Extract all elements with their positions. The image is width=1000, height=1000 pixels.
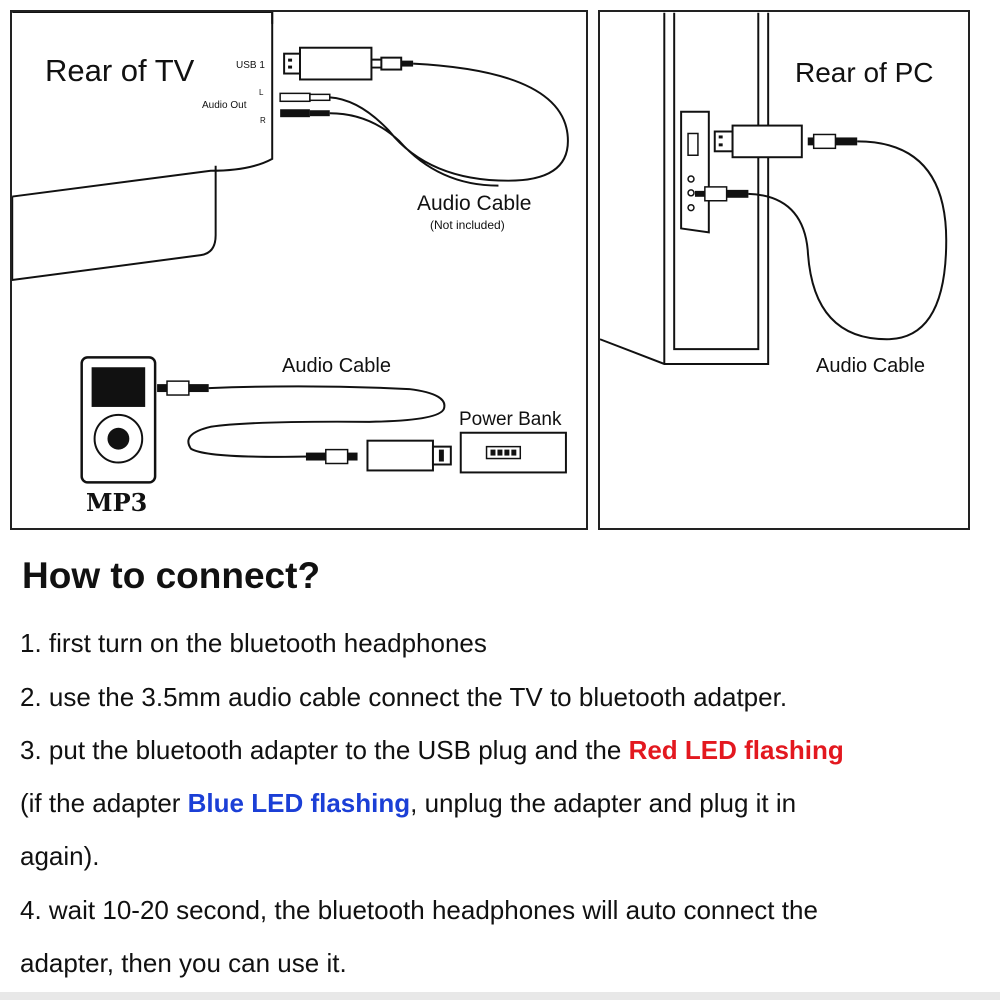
usb-port-label: USB 1 [236,60,265,71]
step-4-cont: adapter, then you can use it. [20,948,347,978]
tv-mp3-diagram-panel: Rear of TV USB 1 Audio Out L R Audio Cab… [10,10,588,530]
pc-tower-body [600,12,770,365]
blue-led-text: Blue LED flashing [187,788,411,818]
step-3-note: (if the adapter Blue LED flashing, unplu… [20,788,796,819]
step-3-note-pre: (if the adapter [20,788,188,818]
footer-band [0,992,1000,1000]
tv-rear-body [12,12,274,198]
mp3-cable-label: Audio Cable [282,355,391,377]
usb-dongle-tv [283,46,414,81]
tv-audio-cable [329,62,569,187]
pc-audio-jack [694,186,749,202]
mp3-jack [157,380,209,396]
step-3: 3. put the bluetooth adapter to the USB … [20,735,844,766]
tv-cable-label: Audio Cable [417,192,532,215]
step-3-note-post: , unplug the adapter and plug it in [410,788,797,818]
audio-out-label: Audio Out [202,100,247,111]
step-3-text: 3. put the bluetooth adapter to the USB … [20,735,629,765]
pc-title: Rear of PC [795,57,934,88]
power-bank [459,431,567,474]
step-2: 2. use the 3.5mm audio cable connect the… [20,682,788,712]
rca-plugs [279,92,331,118]
mp3-label: MP3 [86,488,148,517]
power-bank-label: Power Bank [459,409,562,430]
usb-dongle-pc [713,124,858,159]
right-channel-label: R [260,116,266,125]
pc-cable-label: Audio Cable [816,355,925,377]
mp3-audio-cable [187,385,446,458]
step-4: 4. wait 10-20 second, the bluetooth head… [20,895,818,925]
pc-io-plate [680,110,710,234]
step-3-note-end: again). [20,841,100,871]
instructions-heading: How to connect? [22,555,321,596]
step-1: 1. first turn on the bluetooth headphone… [20,628,487,658]
pc-diagram-panel: Rear of PC Audio Cable [598,10,970,530]
pc-audio-cable [748,140,948,341]
tv-stand [12,165,217,281]
tv-title: Rear of TV [45,53,195,88]
usb-dongle-powerbank [366,439,452,472]
pc-illustration [600,12,948,365]
tv-cable-note: (Not included) [430,218,505,232]
left-channel-label: L [259,88,264,97]
red-led-text: Red LED flashing [628,735,844,765]
adapter-jack [305,448,358,465]
mp3-player [80,356,157,484]
tv-mp3-illustration [12,12,569,484]
